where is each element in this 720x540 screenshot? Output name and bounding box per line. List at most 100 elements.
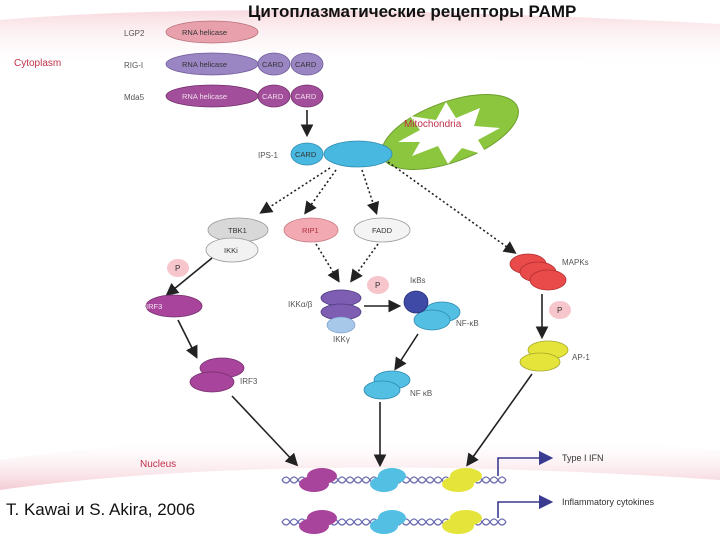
domain-label: CARD bbox=[262, 92, 284, 101]
phospho-circle bbox=[367, 276, 389, 294]
domain-label: RNA helicase bbox=[182, 92, 227, 101]
tbk1-label: TBK1 bbox=[228, 226, 247, 235]
ips1-card-label: CARD bbox=[295, 150, 317, 159]
cytokines-arrow bbox=[497, 494, 554, 518]
nfkb-on-dna-2 bbox=[370, 518, 398, 534]
nfkb-nuc-label: NF κB bbox=[410, 389, 432, 398]
arrow-ips1-to-fadd bbox=[361, 169, 380, 216]
mapks-label: MAPKs bbox=[562, 258, 589, 267]
ips1-card-domain bbox=[290, 142, 324, 166]
rip1-fadd-arrows bbox=[315, 243, 379, 283]
rip1-node bbox=[283, 217, 339, 243]
nfkb-on-dna-2 bbox=[370, 476, 398, 492]
phospho-label: P bbox=[175, 264, 180, 273]
dna-strand-cytokines: Inflammatory cytokines bbox=[281, 494, 655, 534]
cytokines-label: Inflammatory cytokines bbox=[562, 497, 655, 507]
receptor-mda5: Mda5 RNA helicase CARD CARD bbox=[124, 84, 324, 108]
ap1-on-dna-2 bbox=[442, 518, 474, 534]
irf3-on-dna-2 bbox=[299, 518, 329, 534]
domain-label: RNA helicase bbox=[182, 60, 227, 69]
ikb-node bbox=[403, 290, 429, 314]
dna-strand-ifn: Type I IFN bbox=[281, 450, 604, 492]
nfkb-active-bottom bbox=[363, 380, 401, 400]
card-domain bbox=[290, 52, 324, 76]
fadd-label: FADD bbox=[372, 226, 393, 235]
irf3-node bbox=[145, 294, 203, 318]
card-domain bbox=[290, 84, 324, 108]
ikk-g-label: IKKγ bbox=[333, 335, 350, 344]
adaptor-fadd: FADD bbox=[353, 217, 411, 243]
nucleus-label: Nucleus bbox=[140, 459, 176, 470]
ikk-ab-label: IKKα/β bbox=[288, 300, 313, 309]
card-domain bbox=[257, 52, 291, 76]
receptor-name: LGP2 bbox=[124, 29, 145, 38]
nuclear-membrane-band bbox=[0, 436, 720, 490]
irf3-monomer: IRF3 bbox=[145, 294, 203, 318]
mitochondria-label: Mitochondria bbox=[404, 119, 462, 130]
nfkb-cyto-label: NF-κB bbox=[456, 319, 479, 328]
phospho-label: P bbox=[375, 281, 380, 290]
domain-label: CARD bbox=[262, 60, 284, 69]
phospho-badge-ikb: P bbox=[367, 276, 389, 294]
mitochondrion: Mitochondria bbox=[381, 94, 519, 170]
receptor-rig-i: RIG-I RNA helicase CARD CARD bbox=[124, 52, 324, 76]
ap1-bottom bbox=[519, 352, 561, 372]
ap1-dimer: AP-1 bbox=[519, 340, 590, 372]
arrow-ap1-to-dna bbox=[466, 373, 533, 467]
adaptor-ips1: IPS-1 CARD bbox=[258, 140, 393, 168]
phospho-circle bbox=[549, 301, 571, 319]
phospho-label: P bbox=[557, 306, 562, 315]
receptor-lgp2: LGP2 RNA helicase bbox=[124, 20, 259, 44]
mitochondria-crista bbox=[398, 102, 500, 164]
irf3-dimer: IRF3 bbox=[189, 357, 258, 393]
domain-label: RNA helicase bbox=[182, 28, 227, 37]
citation: T. Kawai и S. Akira, 2006 bbox=[6, 500, 196, 519]
ap1-label: AP-1 bbox=[572, 353, 590, 362]
mapk-node-3 bbox=[529, 269, 567, 291]
nfkb-active: NF κB bbox=[363, 370, 432, 400]
arrow-tbk1-to-irf3 bbox=[165, 257, 213, 297]
kinase-rip1: RIP1 bbox=[283, 217, 339, 243]
phospho-badge-ap1: P bbox=[549, 301, 571, 319]
domain-label: CARD bbox=[295, 92, 317, 101]
phospho-badge-irf3: P bbox=[167, 259, 189, 277]
nfkb-subunit-front bbox=[413, 309, 451, 331]
irf3-dimer-label: IRF3 bbox=[240, 377, 258, 386]
page-title: Цитоплазматические рецепторы PAMP bbox=[248, 2, 577, 21]
ikb-label: IκBs bbox=[410, 276, 426, 285]
mapk-cascade: MAPKs bbox=[509, 253, 589, 291]
ap1-on-dna-2 bbox=[442, 476, 474, 492]
rna-helicase-domain bbox=[165, 20, 259, 44]
ikb-nfkb-complex: IκBs NF-κB bbox=[403, 276, 479, 331]
ips1-label: IPS-1 bbox=[258, 151, 279, 160]
cytoplasm-label: Cytoplasm bbox=[14, 58, 61, 69]
fadd-node bbox=[353, 217, 411, 243]
irf3-label: IRF3 bbox=[146, 302, 162, 311]
arrow-rip1-to-ikk bbox=[315, 243, 340, 283]
domain-label: CARD bbox=[295, 60, 317, 69]
receptor-name: Mda5 bbox=[124, 93, 145, 102]
ips1-output-arrows bbox=[259, 161, 517, 254]
arrow-ips1-to-tbk1 bbox=[259, 167, 331, 214]
irf3-on-dna-2 bbox=[299, 476, 329, 492]
arrow-fadd-to-ikk bbox=[350, 243, 379, 283]
ikki-label: IKKi bbox=[224, 246, 238, 255]
arrow-ips1-to-mapks bbox=[387, 161, 517, 254]
receptor-name: RIG-I bbox=[124, 61, 143, 70]
arrow-ips1-to-rip1 bbox=[304, 169, 337, 215]
ikki-node bbox=[205, 237, 259, 263]
ikk-complex: IKKα/β IKKγ bbox=[288, 289, 362, 344]
ips1-body bbox=[323, 140, 393, 168]
type-i-ifn-label: Type I IFN bbox=[562, 453, 604, 463]
arrow-irf3-to-dimer bbox=[177, 319, 198, 359]
phospho-circle bbox=[167, 259, 189, 277]
rip1-label: RIP1 bbox=[302, 226, 319, 235]
card-domain bbox=[257, 84, 291, 108]
ikk-gamma-bottom bbox=[326, 316, 356, 334]
arrow-irf3-to-dna bbox=[231, 395, 299, 467]
irf3-dimer-bottom bbox=[189, 371, 235, 393]
type-i-ifn-arrow bbox=[497, 450, 554, 476]
kinase-tbk1-ikki: TBK1 IKKi bbox=[205, 217, 269, 263]
